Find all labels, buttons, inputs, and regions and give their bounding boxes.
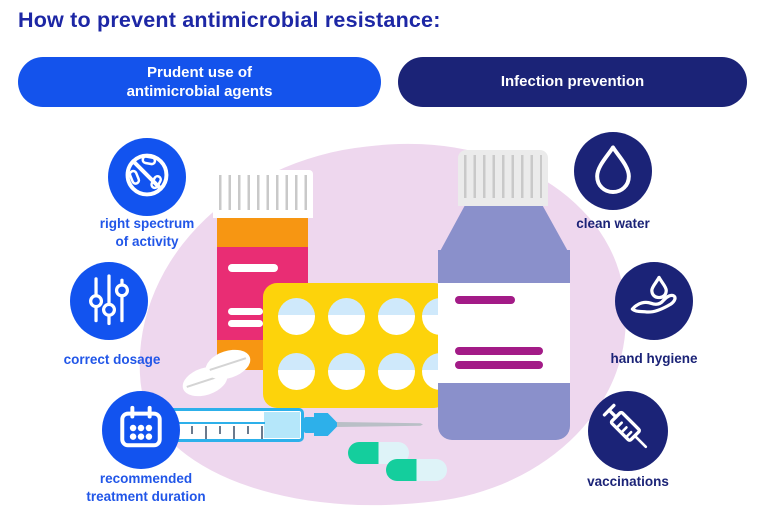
hand-hygiene-item (615, 262, 693, 340)
tablet-score-line (209, 357, 247, 371)
label-line (228, 264, 278, 272)
prudent-use-label-line1: Prudent use of (146, 63, 252, 81)
label-line (228, 320, 263, 327)
vaccinations-item (588, 391, 668, 471)
label-line1: vaccinations (587, 474, 669, 489)
syrup-bottle-label (438, 283, 570, 383)
infection-prevention-label: Infection prevention (500, 73, 645, 91)
label-line2: treatment duration (86, 488, 206, 504)
label-line1: clean water (576, 216, 650, 231)
label-line (455, 347, 543, 355)
blister-pill (328, 298, 365, 335)
cap-ridges (219, 175, 307, 210)
syringe-tip (314, 413, 339, 436)
label-line (455, 361, 543, 369)
water-drop-icon (577, 133, 649, 210)
treatment-duration-item (102, 391, 180, 469)
blister-pill (278, 298, 315, 335)
syringe-scale (171, 422, 265, 439)
hand-hygiene-label: hand hygiene (594, 350, 714, 368)
right-spectrum-label: right spectrum of activity (72, 215, 222, 250)
blister-pack (263, 283, 448, 408)
vaccinations-label: vaccinations (568, 473, 688, 491)
capsule-pill (386, 459, 447, 481)
clean-water-item (574, 132, 652, 210)
label-line1: hand hygiene (610, 351, 698, 366)
infection-prevention-button[interactable]: Infection prevention (398, 57, 747, 107)
correct-dosage-item (70, 262, 148, 340)
label-line (228, 308, 263, 315)
syringe-plunger-fill (264, 412, 300, 438)
sliders-icon (73, 263, 145, 340)
label-line2: of activity (115, 233, 179, 249)
blister-pill (278, 353, 315, 390)
page-title: How to prevent antimicrobial resistance: (18, 8, 441, 32)
treatment-duration-label: recommended treatment duration (62, 470, 230, 505)
syringe-icon (591, 392, 665, 471)
syrup-bottle-cap (458, 150, 548, 206)
syringe-barrel (168, 408, 304, 442)
right-spectrum-item (108, 138, 186, 216)
hand-hygiene-icon (618, 263, 690, 340)
blister-pill (328, 353, 365, 390)
syringe-needle (337, 422, 423, 427)
syringe-nozzle (304, 417, 315, 433)
label-line1: correct dosage (63, 352, 161, 367)
no-bacteria-icon (111, 139, 183, 216)
prudent-use-label-line2: antimicrobial agents (126, 83, 273, 100)
calendar-icon (105, 392, 177, 469)
label-line1: recommended (99, 471, 193, 486)
label-line (455, 296, 515, 304)
cap-ridges (464, 155, 542, 198)
prudent-use-button[interactable]: Prudent use of antimicrobial agents (18, 57, 381, 107)
blister-pill (378, 298, 415, 335)
blister-pill (378, 353, 415, 390)
capsule-pill (348, 442, 409, 464)
clean-water-label: clean water (553, 215, 673, 233)
syringe-ticks (191, 426, 265, 434)
label-line1: right spectrum (99, 216, 195, 231)
pill-bottle-cap (213, 170, 313, 218)
correct-dosage-label: correct dosage (37, 351, 187, 369)
